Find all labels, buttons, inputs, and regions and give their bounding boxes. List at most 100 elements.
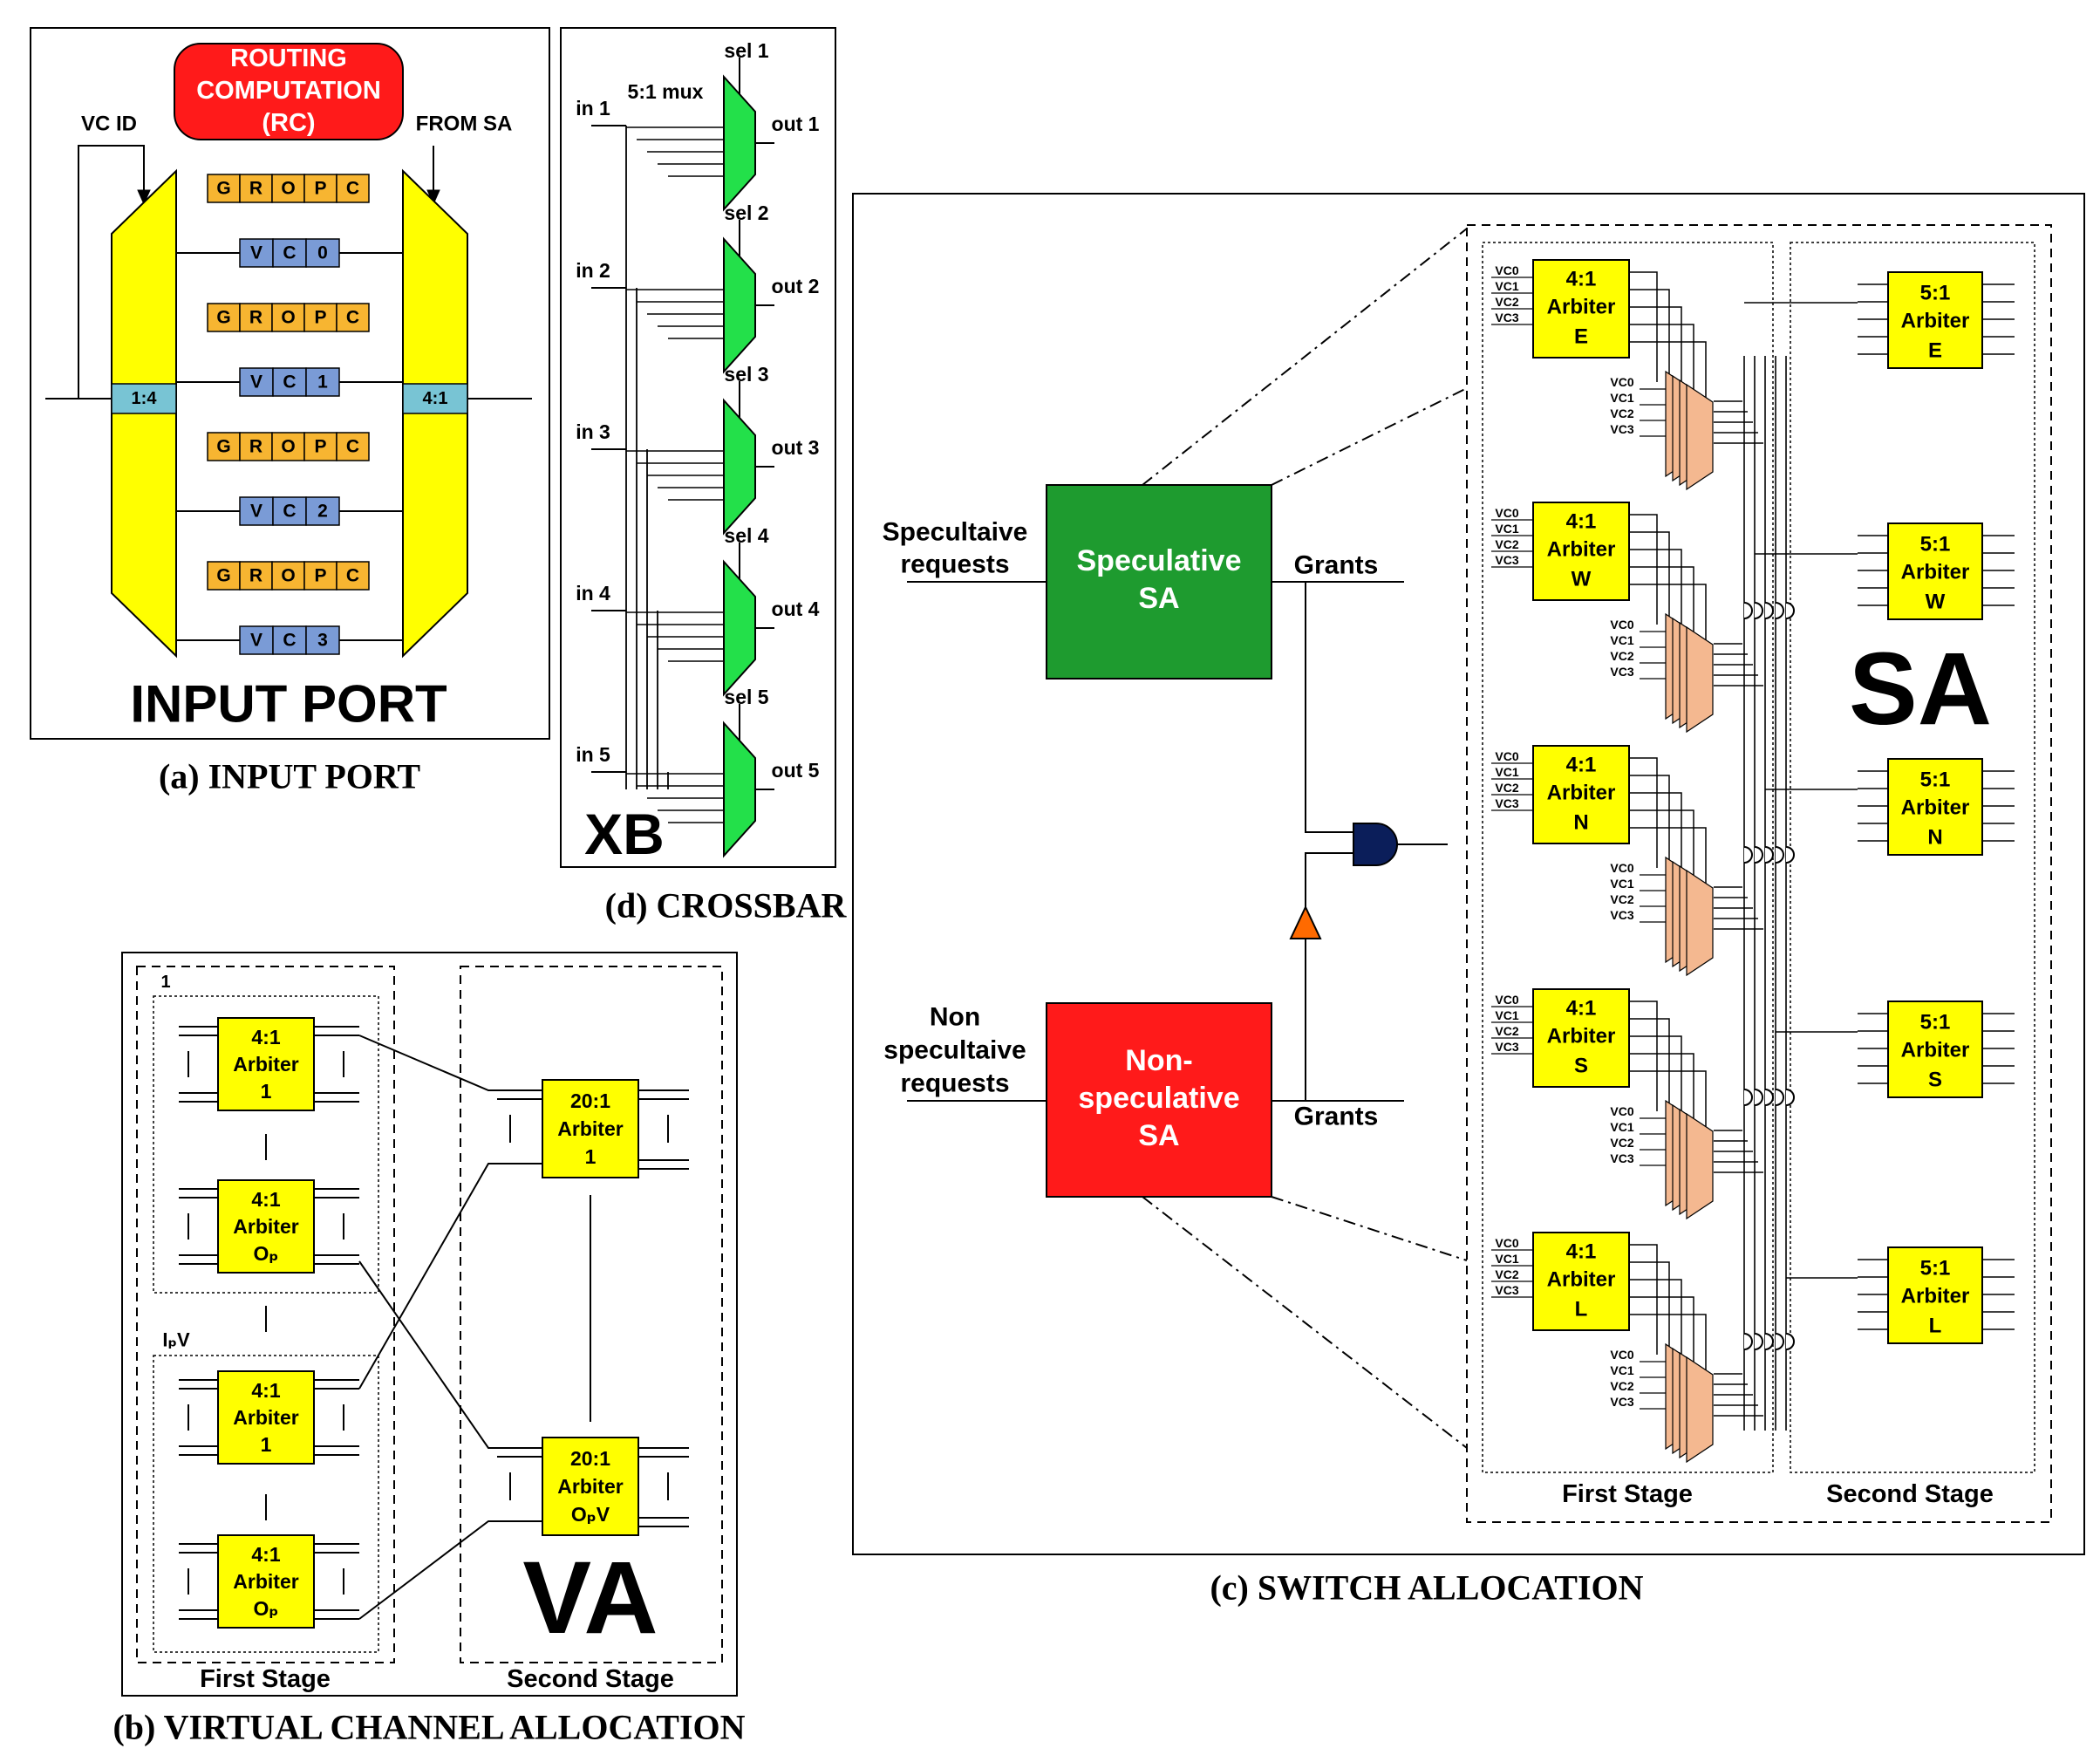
crossbar-input-label: in 4 (576, 582, 610, 604)
gropc-field-letter: P (314, 437, 326, 457)
nonspec-requests-label: Non (930, 1003, 980, 1032)
gropc-field-letter: R (249, 179, 262, 199)
mux-output-label: out 1 (772, 113, 820, 135)
arbiter-grant-wire (1629, 775, 1670, 875)
arbiter-label: Arbiter (1901, 796, 1970, 820)
zoom-guide-line (1142, 1196, 1468, 1449)
arbiter-grant-wire (1629, 1261, 1670, 1362)
rc-label-line3: (RC) (262, 109, 315, 137)
arbiter-id: E (1574, 325, 1588, 349)
wire-hop (1775, 1333, 1784, 1350)
mux-vc-label: VC3 (1610, 422, 1633, 436)
arbiter-ratio: 20:1 (570, 1089, 610, 1112)
wire-hop (1743, 846, 1753, 864)
vc-buffer-letter: V (250, 631, 262, 651)
arbiter-label: Arbiter (1547, 1268, 1616, 1292)
mux-vc-label: VC1 (1610, 1120, 1633, 1134)
sa-first-stage-arbiter (1532, 745, 1630, 844)
mux-output-label: out 2 (772, 275, 820, 297)
mux-vc-label: VC2 (1610, 1379, 1633, 1393)
input-port-title: INPUT PORT (130, 675, 447, 734)
va-group-ipv-box (153, 1355, 379, 1653)
gropc-field-cell (207, 432, 241, 461)
vc-buffer-cell (239, 238, 274, 268)
arbiter-grant-wire (1629, 792, 1682, 882)
sa-first-stage-arbiter (1532, 1232, 1630, 1331)
va-second-stage-label: Second Stage (507, 1665, 674, 1693)
arbiter-grant-wire (1629, 1053, 1694, 1132)
mux-vc-label: VC0 (1610, 375, 1633, 389)
sa-first-stage-arbiter (1532, 259, 1630, 359)
arbiter-label: Arbiter (233, 1570, 298, 1593)
vc-input-label: VC2 (1495, 1024, 1518, 1038)
switch-allocation-caption: (c) SWITCH ALLOCATION (1210, 1568, 1643, 1608)
arbiter-grant-wire (1629, 324, 1694, 403)
va-first-stage-arbiter (217, 1179, 315, 1274)
vc-input-label: VC1 (1495, 765, 1518, 779)
arbiter-label: Arbiter (233, 1053, 298, 1076)
arbiter-id: 1 (585, 1145, 597, 1168)
gropc-field-letter: R (249, 308, 262, 328)
vc-buffer-cell (239, 367, 274, 397)
nonspeculative-sa-block (1046, 1002, 1272, 1198)
vc-buffer-letter: 0 (317, 243, 328, 263)
routing-computation-box (174, 43, 404, 140)
vc-input-label: VC0 (1495, 506, 1518, 520)
vc-input-label: VC3 (1495, 1283, 1518, 1297)
vc-buffer-letter: V (250, 243, 262, 263)
nonspec-requests-label: specultaive (883, 1036, 1026, 1065)
sa-input-mux (1686, 869, 1714, 977)
mux-vc-label: VC2 (1610, 892, 1633, 906)
sa-second-stage-arbiter (1887, 1001, 1983, 1098)
arbiter-id: W (1926, 591, 1946, 614)
mux-vc-label: VC0 (1610, 1348, 1633, 1362)
sa-second-stage-label: Second Stage (1826, 1480, 1994, 1508)
arbiter-ratio: 4:1 (1566, 510, 1597, 534)
and-gate (1353, 823, 1398, 866)
sa-input-mux (1686, 625, 1714, 734)
vc-input-label: VC1 (1495, 1252, 1518, 1266)
mux-output-label: out 4 (772, 598, 820, 620)
wire-hop (1785, 1333, 1795, 1350)
vc-id-arrowhead (137, 189, 151, 206)
gropc-field-letter: P (314, 566, 326, 586)
arbiter-grant-wire (1629, 1296, 1694, 1376)
va-first-stage-label: First Stage (200, 1665, 331, 1693)
vc-allocation-caption: (b) VIRTUAL CHANNEL ALLOCATION (112, 1708, 745, 1747)
wire-hop (1764, 602, 1774, 619)
vc-input-label: VC0 (1495, 263, 1518, 277)
arbiter-id: OₚV (571, 1503, 610, 1526)
va-second-stage-box (460, 966, 723, 1663)
mux-output-label: out 5 (772, 759, 820, 782)
mux-select-label: sel 2 (724, 201, 768, 224)
vc-buffer-letter: 3 (317, 631, 328, 651)
input-port-caption: (a) INPUT PORT (159, 757, 420, 796)
mux-vc-label: VC0 (1610, 1104, 1633, 1118)
spec-grants-label: Grants (1294, 551, 1379, 580)
arbiter-grant-wire (1629, 549, 1682, 639)
arbiter-ratio: 5:1 (1920, 768, 1951, 792)
sa-second-stage-arbiter (1887, 271, 1983, 369)
arbiter-grant-wire (1629, 341, 1707, 410)
arbiter-ratio: 4:1 (251, 1026, 280, 1048)
mux-vc-label: VC3 (1610, 908, 1633, 922)
wire-hop (1775, 1089, 1784, 1106)
sa-title: SA (1849, 632, 1992, 747)
crossbar-title: XB (584, 802, 665, 866)
vc-input-label: VC3 (1495, 311, 1518, 324)
vc-buffer-cell (305, 625, 340, 655)
wire-hop (1764, 846, 1774, 864)
demux-ratio-label: 1:4 (132, 389, 158, 408)
mux-select-label: sel 3 (724, 363, 768, 386)
crossbar-input-label: in 5 (576, 743, 610, 766)
priority-buffer (1289, 905, 1322, 939)
spec-requests-label: requests (900, 550, 1009, 579)
arbiter-ratio: 4:1 (251, 1188, 280, 1211)
crossbar-input-label: in 1 (576, 97, 610, 120)
vc-buffer-cell (305, 496, 340, 526)
arbiter-grant-wire (1629, 566, 1694, 645)
mux-vc-label: VC2 (1610, 1136, 1633, 1150)
arbiter-grant-wire (1629, 1001, 1658, 1111)
gropc-field-cell (239, 303, 273, 332)
vc-buffer-letter: 1 (317, 372, 328, 393)
